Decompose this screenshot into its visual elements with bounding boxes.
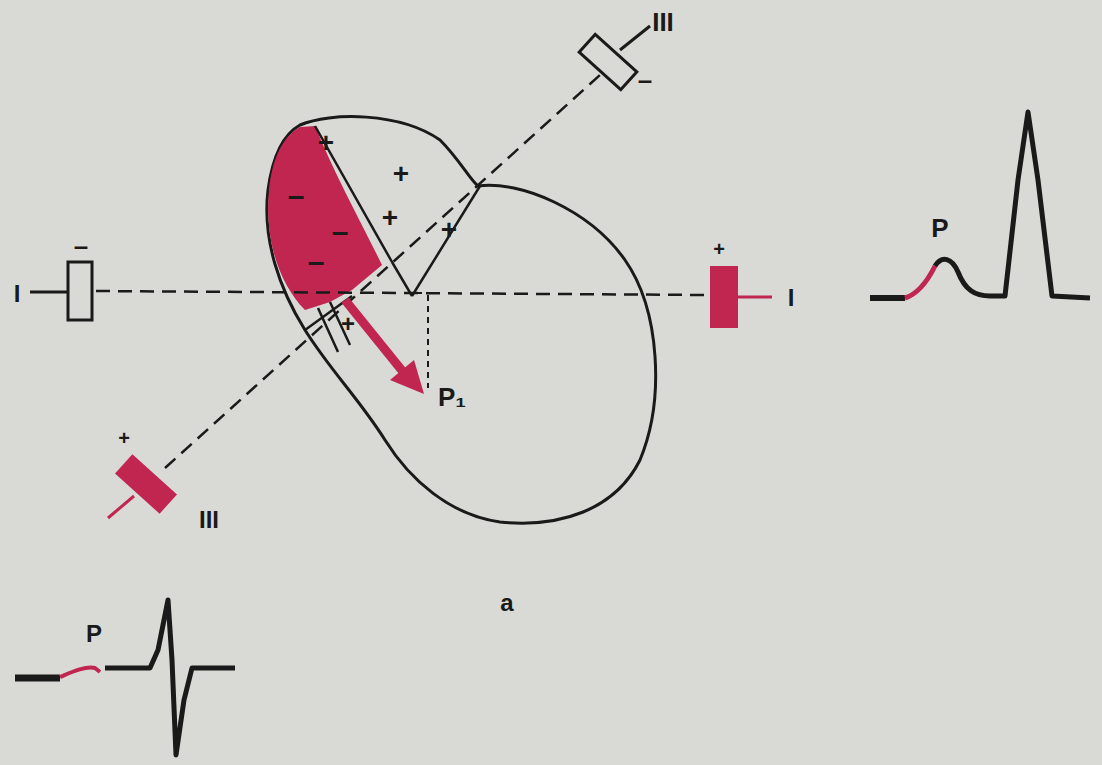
- lead-label: +: [393, 160, 409, 188]
- lead-label: P: [86, 622, 102, 646]
- depolarized-region: [268, 126, 382, 310]
- lead-label: +: [341, 312, 355, 336]
- lead-label: +: [118, 428, 130, 448]
- lead-label: +: [318, 129, 334, 157]
- electrode-negative: [68, 262, 92, 320]
- lead-label: –: [74, 233, 88, 259]
- lead-label: +: [713, 239, 725, 259]
- lead-label: –: [308, 247, 325, 277]
- lead-label: +: [441, 216, 457, 244]
- lead-label: I: [788, 286, 795, 310]
- lead-label: I: [14, 282, 21, 306]
- lead-label: III: [652, 9, 674, 35]
- heart-outline: [267, 117, 656, 524]
- lead-label: III: [199, 508, 219, 532]
- ecg-trace: [15, 675, 60, 682]
- electrode-wire: [108, 496, 134, 518]
- ecg-trace: [870, 295, 905, 301]
- lead-III-axis: [165, 75, 600, 468]
- lead-label: –: [288, 181, 305, 211]
- electrode-wire: [738, 296, 772, 299]
- lead-label: +: [382, 204, 398, 232]
- lead-label: –: [332, 217, 349, 247]
- vector-label: P₁: [438, 384, 466, 410]
- lead-label: P: [931, 215, 948, 241]
- ecg-trace: [105, 600, 235, 755]
- p-wave: [60, 668, 100, 677]
- electrode-wire: [620, 26, 650, 50]
- lead-I-axis: [96, 291, 708, 295]
- vector-arrowhead: [390, 360, 424, 394]
- electrode-wire: [30, 291, 68, 294]
- ecg-trace: [935, 112, 1090, 298]
- p-wave: [905, 266, 935, 298]
- lead-label: a: [500, 591, 513, 615]
- electrode-positive: [710, 266, 738, 328]
- lead-label: –: [638, 67, 652, 93]
